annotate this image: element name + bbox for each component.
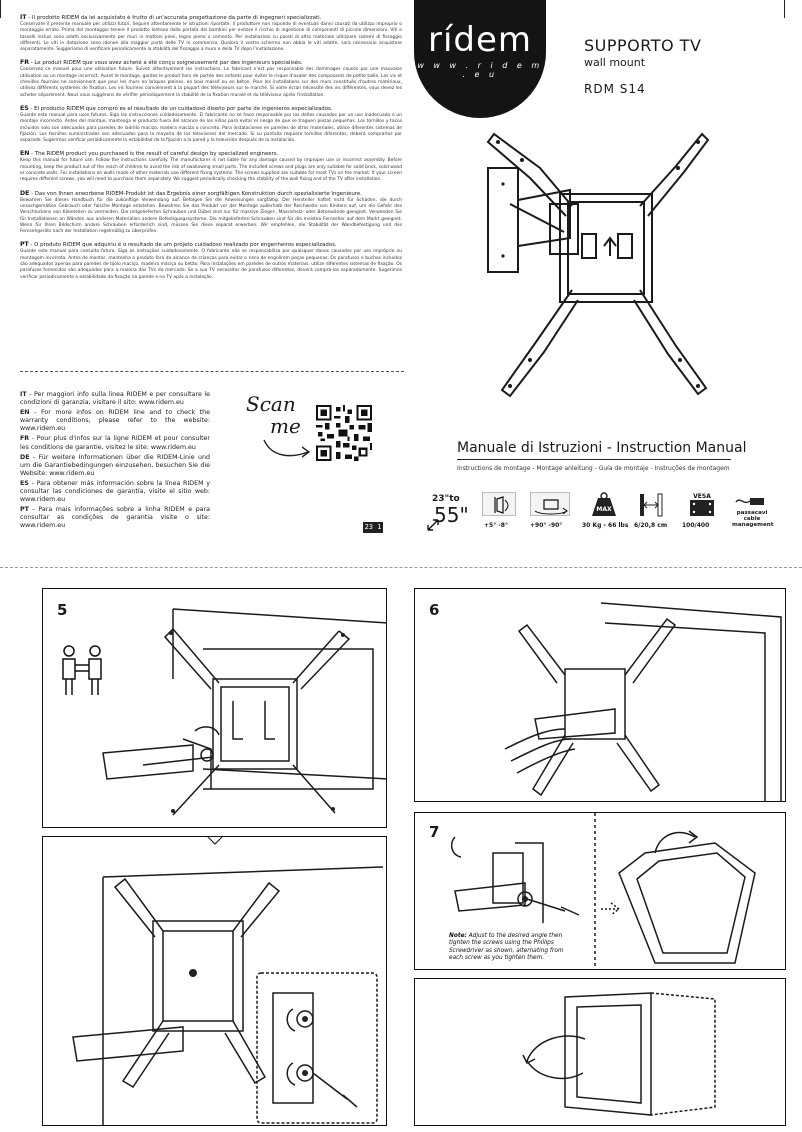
step-number: 6 [429, 601, 440, 619]
info-fr: FR - Pour plus d'infos sur la ligne RIDE… [20, 435, 210, 451]
vesa-label: 100/400 [682, 522, 710, 529]
lang-block-en: EN - The RIDEM product you purchased is … [20, 150, 403, 183]
swivel-icon [530, 492, 570, 516]
cut-line [0, 567, 802, 568]
weight-spec: MAX 30 Kg - 66 lbs [582, 492, 628, 529]
lang-intro: El producto RIDEM que compró es el resul… [34, 105, 333, 112]
page-number: 23 1 [363, 522, 383, 533]
qr-code[interactable] [316, 405, 372, 461]
lang-body: Conservare il presente manuale per utili… [20, 22, 402, 53]
lang-code: IT [20, 14, 27, 21]
step-number: 5 [57, 601, 68, 619]
safety-text-column: IT - Il prodotto RIDEM da lei acquistato… [20, 14, 402, 287]
scan-text: Scan [246, 392, 296, 416]
me-text: me [270, 414, 301, 438]
title-underline [457, 459, 731, 460]
info-it: IT - Per maggiori info sulla linea RIDEM… [20, 391, 210, 407]
size-from: 23"to [432, 494, 460, 504]
weight-icon: MAX [592, 492, 616, 516]
two-people-icon [62, 645, 102, 695]
curved-arrow-icon [263, 439, 311, 458]
info-en: EN - For more infos on RIDEM line and to… [20, 409, 210, 433]
ridem-logo: rídem w w w . r i d e m . e u [414, 0, 546, 118]
lang-intro: Il prodotto RIDEM da lei acquistato è fr… [31, 15, 322, 21]
info-pt: PT - Para mais informações sobre a linha… [20, 506, 210, 530]
vesa-badge: VESA [693, 493, 711, 500]
wall-distance-icon [640, 493, 663, 517]
tilt-icon [482, 492, 516, 516]
lang-block-fr: FR - Le produit RIDEM que vous avez ache… [20, 59, 402, 98]
adjust-note: Note: Adjust to the desired angle then t… [449, 933, 567, 963]
lang-body: Guarde este manual para consulta futura.… [20, 249, 402, 280]
logo-wordmark: rídem [427, 20, 533, 60]
lang-body: Guarde este manual para usos futuros. Si… [20, 112, 402, 144]
size-to: 55" [434, 503, 469, 527]
step-6-panel: 6 [414, 588, 786, 802]
model-number: RDM S14 [584, 82, 646, 96]
lang-code: PT [20, 241, 29, 249]
wall-mount-illustration [486, 132, 710, 398]
spec-icons-row: 23"to 55" +5° -8° +90° -90° MAX 30 Kg - … [426, 492, 773, 542]
logo-url: w w w . r i d e m . e u [417, 61, 543, 79]
step-5-panel: 5 [42, 588, 387, 828]
step-7-panel: 7 Note: Adjust to the desired angle then… [414, 812, 786, 970]
product-title: SUPPORTO TV [584, 36, 702, 55]
step-5-detail-panel [42, 836, 387, 1126]
warranty-info: IT - Per maggiori info sulla linea RIDEM… [20, 391, 210, 533]
vesa-icon: VESA [690, 493, 714, 516]
cable-label: passacavi cable management [732, 510, 774, 528]
section-divider [20, 371, 404, 372]
info-de: DE - Für weitere Informationen über die … [20, 453, 210, 477]
manual-cover: IT - Il prodotto RIDEM da lei acquistato… [0, 0, 785, 542]
lang-block-pt: PT - O produto RIDEM que adquiriu é o re… [20, 241, 402, 280]
swivel-drawing [522, 992, 716, 1116]
pointer-notch [207, 837, 223, 845]
lang-block-it: IT - Il prodotto RIDEM da lei acquistato… [20, 14, 402, 53]
step-number: 7 [429, 823, 440, 841]
product-subtitle: wall mount [584, 56, 646, 69]
weight-label: 30 Kg - 66 lbs [582, 522, 629, 529]
lang-code: EN [20, 150, 30, 158]
lang-body: Bewahren Sie dieses Handbuch für die zuk… [20, 197, 402, 235]
tilt-adjust-drawing [450, 813, 756, 969]
info-es: ES - Para obtener más información sobre … [20, 479, 210, 504]
distance-label: 6/20,8 cm [634, 522, 668, 529]
lang-body: Keep this manual for future use. Follow … [20, 158, 403, 183]
lang-intro: O produto RIDEM que adquiriu é o resulta… [34, 242, 337, 249]
lang-body: Conservez ce manuel pour une utilisation… [20, 67, 402, 98]
vesa-spec: VESA 100/400 [682, 492, 720, 529]
note-label: Note: [449, 933, 467, 939]
weight-badge: MAX [596, 506, 612, 513]
crop-mark [784, 0, 785, 18]
lang-block-es: ES - El producto RIDEM que compró es el … [20, 104, 402, 144]
tv-hang-drawing [504, 602, 782, 801]
lang-code: ES [20, 104, 29, 112]
step-7-swivel-panel [414, 978, 786, 1126]
lang-code: FR [20, 59, 29, 67]
lang-intro: Das von Ihnen erworbene RIDEM-Produkt is… [34, 190, 362, 197]
note-text: Adjust to the desired angle then tighten… [449, 933, 564, 962]
cable-spec: passacavi cable management [732, 492, 773, 528]
manual-subtitle: Instructions de montage - Montage anleit… [457, 465, 730, 472]
distance-spec: 6/20,8 cm [634, 492, 670, 529]
lang-code: DE [20, 189, 30, 197]
screw-tighten-drawing [72, 866, 384, 1125]
manual-title: Manuale di Istruzioni - Instruction Manu… [457, 440, 747, 456]
mount-assembly-drawing [102, 608, 386, 816]
tilt-label: +5° -8° [484, 522, 508, 529]
lang-block-de: DE - Das von Ihnen erworbene RIDEM-Produ… [20, 189, 402, 235]
resize-arrow-icon [427, 519, 439, 531]
swivel-label: +90° -90° [530, 522, 563, 529]
lang-intro: Le produit RIDEM que vous avez acheté a … [34, 60, 303, 67]
crop-mark [0, 0, 1, 18]
cable-management-icon [735, 498, 764, 505]
lang-intro: The RIDEM product you purchased is the r… [34, 151, 279, 158]
